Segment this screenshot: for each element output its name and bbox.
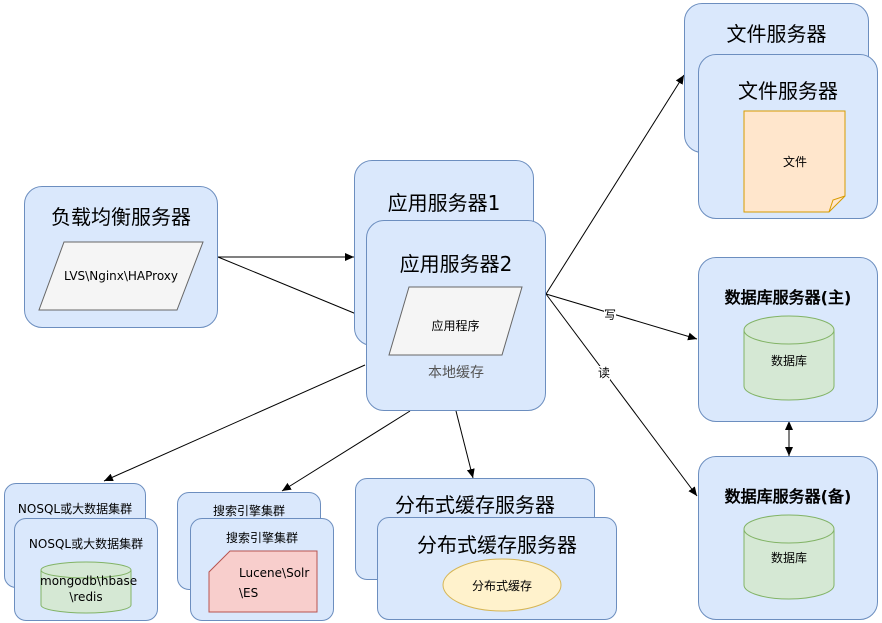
db-master-title: 数据库服务器(主): [724, 288, 852, 307]
dist-cache-back-title: 分布式缓存服务器: [395, 493, 555, 517]
arrow-app-to-nosql: [103, 364, 366, 482]
search-cluster-front[interactable]: 搜索引擎集群 Lucene\Solr \ES: [190, 518, 334, 621]
file-server-front-title: 文件服务器: [738, 79, 838, 103]
search-engine-shape: [208, 550, 318, 613]
search-front-title: 搜索引擎集群: [225, 531, 298, 545]
nosql-front-title: NOSQL或大数据集群: [28, 537, 144, 551]
app-server-2-title: 应用服务器2: [399, 252, 513, 276]
db-master-label: 数据库: [770, 354, 807, 368]
local-cache-label: 本地缓存: [428, 365, 484, 381]
arrow-app-to-search: [281, 410, 411, 492]
dist-cache-front-title: 分布式缓存服务器: [417, 533, 577, 557]
proxy-parallelogram: [38, 241, 204, 311]
db-slave-cylinder-icon: [743, 514, 835, 600]
proxy-label: LVS\Nginx\HAProxy: [63, 269, 179, 283]
dist-cache-ellipse: [442, 558, 562, 612]
app-server-1-title: 应用服务器1: [387, 191, 501, 215]
app-program-label: 应用程序: [431, 319, 480, 333]
dist-cache-label: 分布式缓存: [471, 579, 532, 593]
arrow-lb-to-app2: [217, 256, 367, 319]
nosql-back-title: NOSQL或大数据集群: [17, 502, 133, 516]
db-master-node[interactable]: 数据库服务器(主) 数据库: [698, 257, 878, 422]
nosql-db-label: mongodb\hbase \redis: [40, 574, 138, 604]
read-label: 读: [598, 366, 611, 380]
search-back-title: 搜索引擎集群: [212, 504, 285, 518]
file-label: 文件: [782, 155, 807, 169]
search-engine-label: Lucene\Solr \ES: [239, 566, 310, 600]
db-master-cylinder-icon: [743, 315, 835, 401]
file-server-front[interactable]: 文件服务器 文件: [698, 54, 878, 219]
file-document-icon: [743, 110, 846, 213]
arrow-app-to-db-master: [545, 293, 698, 341]
file-server-back-title: 文件服务器: [726, 22, 827, 46]
app-server-2[interactable]: 应用服务器2 应用程序 本地缓存: [366, 220, 546, 411]
arrow-app-to-db-slave: [545, 293, 698, 497]
app-program-parallelogram: [388, 286, 523, 356]
arrow-app-to-file: [545, 74, 685, 295]
nosql-cylinder-icon: [40, 561, 132, 614]
load-balancer-title: 负载均衡服务器: [51, 205, 191, 229]
db-slave-label: 数据库: [770, 551, 807, 565]
db-slave-title: 数据库服务器(备): [724, 487, 852, 506]
nosql-cluster-front[interactable]: NOSQL或大数据集群 mongodb\hbase \redis: [14, 518, 158, 621]
write-label: 写: [604, 308, 617, 322]
arrow-app-to-cache: [455, 410, 475, 479]
dist-cache-front[interactable]: 分布式缓存服务器 分布式缓存: [377, 517, 617, 620]
db-slave-node[interactable]: 数据库服务器(备) 数据库: [698, 456, 878, 620]
load-balancer-node[interactable]: 负载均衡服务器 LVS\Nginx\HAProxy: [24, 186, 218, 328]
